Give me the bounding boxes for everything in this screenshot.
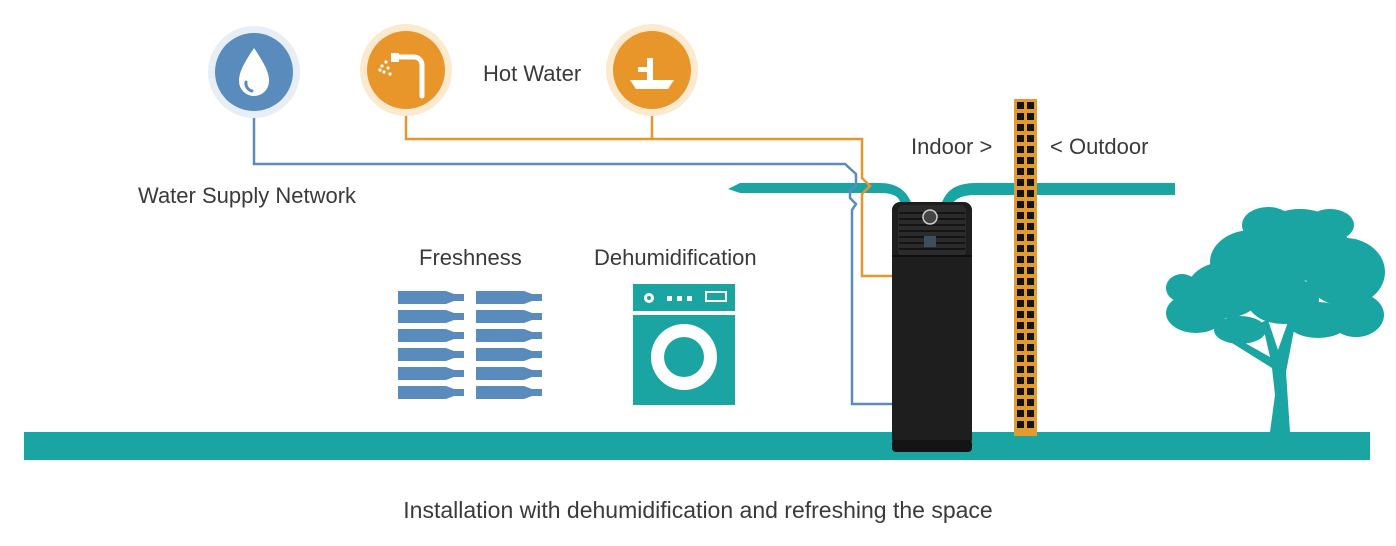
wall-brick bbox=[1017, 377, 1024, 384]
wall-brick bbox=[1027, 113, 1034, 120]
wall-brick bbox=[1017, 113, 1024, 120]
wall-brick bbox=[1017, 201, 1024, 208]
wall-brick bbox=[1027, 344, 1034, 351]
wall-brick bbox=[1017, 168, 1024, 175]
wall-brick bbox=[1027, 388, 1034, 395]
wall-brick bbox=[1027, 234, 1034, 241]
wall-brick bbox=[1027, 256, 1034, 263]
wall-brick bbox=[1027, 179, 1034, 186]
wall-brick bbox=[1027, 289, 1034, 296]
wall-brick bbox=[1017, 135, 1024, 142]
wall-brick bbox=[1017, 278, 1024, 285]
outdoor-air-duct bbox=[938, 183, 1175, 210]
hot-water-pipe bbox=[404, 110, 892, 278]
wall-brick bbox=[1017, 267, 1024, 274]
wall-brick bbox=[1027, 311, 1034, 318]
outdoor-label: < Outdoor bbox=[1050, 134, 1149, 159]
wall-brick bbox=[1017, 179, 1024, 186]
wall-brick bbox=[1027, 223, 1034, 230]
wall-brick bbox=[1017, 234, 1024, 241]
wall-brick bbox=[1017, 190, 1024, 197]
indoor-label: Indoor > bbox=[911, 134, 993, 159]
diagram-caption: Installation with dehumidification and r… bbox=[403, 497, 993, 523]
wall-brick bbox=[1017, 212, 1024, 219]
wall-brick bbox=[1027, 399, 1034, 406]
wall-brick bbox=[1017, 102, 1024, 109]
water-supply-network-label: Water Supply Network bbox=[138, 183, 357, 208]
wall-brick bbox=[1017, 355, 1024, 362]
water-drop-icon bbox=[208, 26, 300, 118]
wall-brick bbox=[1017, 388, 1024, 395]
cold-water-pipe bbox=[252, 112, 892, 406]
wall-brick bbox=[1027, 366, 1034, 373]
wall-brick bbox=[1017, 223, 1024, 230]
wall-brick bbox=[1017, 311, 1024, 318]
wall-brick bbox=[1027, 124, 1034, 131]
wall-brick bbox=[1017, 157, 1024, 164]
wall-brick bbox=[1027, 157, 1034, 164]
wall-brick bbox=[1027, 410, 1034, 417]
wall-brick bbox=[1027, 278, 1034, 285]
wall bbox=[1014, 99, 1037, 436]
wall-brick bbox=[1017, 410, 1024, 417]
wall-brick bbox=[1017, 333, 1024, 340]
wall-brick bbox=[1027, 146, 1034, 153]
indoor-air-duct bbox=[728, 183, 915, 210]
wall-brick bbox=[1017, 300, 1024, 307]
wall-brick bbox=[1017, 344, 1024, 351]
wall-brick bbox=[1027, 333, 1034, 340]
wall-brick bbox=[1027, 322, 1034, 329]
wall-brick bbox=[1017, 322, 1024, 329]
wall-brick bbox=[1027, 355, 1034, 362]
wall-brick bbox=[1027, 201, 1034, 208]
freshness-label: Freshness bbox=[419, 245, 522, 270]
heat-pump-unit bbox=[892, 202, 972, 452]
wall-brick bbox=[1027, 377, 1034, 384]
wall-brick bbox=[1017, 256, 1024, 263]
wall-brick bbox=[1027, 102, 1034, 109]
wall-brick bbox=[1017, 289, 1024, 296]
wall-brick bbox=[1017, 421, 1024, 428]
wall-brick bbox=[1017, 124, 1024, 131]
wall-brick bbox=[1027, 267, 1034, 274]
wall-brick bbox=[1017, 366, 1024, 373]
wine-bottles-icon bbox=[398, 291, 542, 399]
wall-brick bbox=[1017, 245, 1024, 252]
wall-brick bbox=[1027, 212, 1034, 219]
wall-brick bbox=[1027, 168, 1034, 175]
wall-brick bbox=[1017, 146, 1024, 153]
wall-brick bbox=[1027, 245, 1034, 252]
wall-brick bbox=[1027, 300, 1034, 307]
washing-machine-icon bbox=[633, 284, 735, 405]
wall-brick bbox=[1027, 421, 1034, 428]
sink-faucet-icon bbox=[606, 24, 698, 116]
hot-water-label: Hot Water bbox=[483, 61, 582, 86]
tree-icon bbox=[1166, 207, 1385, 432]
dehumidification-label: Dehumidification bbox=[594, 245, 757, 270]
shower-icon bbox=[360, 24, 452, 116]
wall-brick bbox=[1017, 399, 1024, 406]
ground bbox=[24, 432, 1370, 460]
wall-brick bbox=[1027, 190, 1034, 197]
wall-brick bbox=[1027, 135, 1034, 142]
